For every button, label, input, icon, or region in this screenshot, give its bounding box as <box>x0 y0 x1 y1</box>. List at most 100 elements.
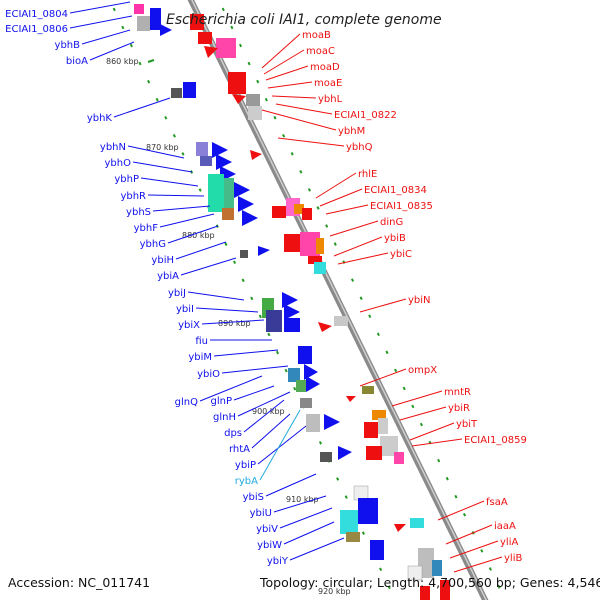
gene-block <box>224 178 234 208</box>
gene-arrow <box>234 182 250 198</box>
leader-line <box>265 473 317 497</box>
gene-label-ybhM[interactable]: ybhM <box>338 126 365 137</box>
gene-label-ybiJ[interactable]: ybiJ <box>168 288 186 299</box>
leader-line <box>261 109 337 131</box>
gene-label-ECIAI1_0822[interactable]: ECIAI1_0822 <box>334 110 397 121</box>
leader-line <box>180 257 237 276</box>
gene-block <box>196 142 208 156</box>
left-strand-genes <box>134 4 384 560</box>
gene-label-dinG[interactable]: dinG <box>380 217 403 228</box>
gene-block <box>314 262 326 274</box>
gene-label-ECIAI1_0859[interactable]: ECIAI1_0859 <box>464 435 527 446</box>
gene-label-moaD[interactable]: moaD <box>310 62 340 73</box>
leader-line <box>113 97 171 118</box>
gene-label-ybhO[interactable]: ybhO <box>105 158 132 169</box>
gene-label-ybhN[interactable]: ybhN <box>100 142 126 153</box>
gene-block <box>353 485 369 501</box>
leader-line <box>175 241 227 260</box>
tick-mark <box>147 59 155 63</box>
accession-text: Accession: NC_011741 <box>8 575 150 590</box>
leader-line <box>273 495 327 513</box>
gene-label-ECIAI1_0804[interactable]: ECIAI1_0804 <box>5 9 68 20</box>
leader-line <box>289 537 345 561</box>
gene-label-rybA[interactable]: rybA <box>235 476 258 487</box>
gene-arrow <box>204 46 218 58</box>
leader-line <box>187 291 245 301</box>
gene-label-fsaA[interactable]: fsaA <box>486 497 508 508</box>
gene-label-mntR[interactable]: mntR <box>444 387 471 398</box>
tick-label: 920 kbp <box>318 587 351 596</box>
gene-label-ybhQ[interactable]: ybhQ <box>346 142 373 153</box>
tick-label: 890 kbp <box>218 319 251 328</box>
gene-label-ybiR[interactable]: ybiR <box>448 403 470 414</box>
gene-label-glnQ[interactable]: glnQ <box>175 397 198 408</box>
gene-label-moaB[interactable]: moaB <box>302 30 331 41</box>
gene-label-ybiB[interactable]: ybiB <box>384 233 406 244</box>
gene-label-ompX[interactable]: ompX <box>408 365 437 376</box>
gene-label-ybiA[interactable]: ybiA <box>157 271 179 282</box>
gene-label-ybiM[interactable]: ybiM <box>188 352 212 363</box>
gene-label-rhtA[interactable]: rhtA <box>229 444 250 455</box>
gene-block <box>320 452 332 462</box>
gene-label-yliB[interactable]: yliB <box>504 553 522 564</box>
gene-label-ybhG[interactable]: ybhG <box>140 239 166 250</box>
gene-label-ybiV[interactable]: ybiV <box>256 524 278 535</box>
gene-label-ybiU[interactable]: ybiU <box>250 508 272 519</box>
gene-label-ybiH[interactable]: ybiH <box>151 255 174 266</box>
gene-label-rhlE[interactable]: rhlE <box>358 169 377 180</box>
gene-arrow <box>242 210 258 226</box>
leader-line <box>319 188 363 207</box>
gene-label-moaC[interactable]: moaC <box>306 46 335 57</box>
gene-label-ECIAI1_0835[interactable]: ECIAI1_0835 <box>370 201 433 212</box>
gene-block <box>366 446 382 460</box>
gene-block <box>246 94 260 106</box>
gene-label-moaE[interactable]: moaE <box>314 78 342 89</box>
gene-label-ybiY[interactable]: ybiY <box>267 556 289 567</box>
gene-label-ybhP[interactable]: ybhP <box>114 174 139 185</box>
leader-line <box>251 413 291 449</box>
leader-line <box>271 95 317 99</box>
gene-block <box>306 414 320 432</box>
gene-label-ybiW[interactable]: ybiW <box>257 540 282 551</box>
leader-line <box>449 540 499 559</box>
gene-block <box>134 4 144 14</box>
gene-block <box>266 310 282 332</box>
gene-arrow <box>282 292 298 308</box>
leader-line <box>409 422 455 441</box>
gene-label-yliA[interactable]: yliA <box>500 537 518 548</box>
tick-label: 900 kbp <box>252 407 285 416</box>
gene-label-ybiC[interactable]: ybiC <box>390 249 412 260</box>
gene-label-ybhF[interactable]: ybhF <box>134 223 159 234</box>
gene-label-ybhK[interactable]: ybhK <box>87 113 113 124</box>
gene-label-ybiO[interactable]: ybiO <box>197 369 220 380</box>
gene-label-ybiI[interactable]: ybiI <box>176 304 194 315</box>
gene-label-ybiS[interactable]: ybiS <box>243 492 264 503</box>
gene-label-ybhL[interactable]: ybhL <box>318 94 343 105</box>
gene-label-bioA[interactable]: bioA <box>66 56 88 67</box>
gene-label-fiu[interactable]: fiu <box>195 336 208 347</box>
gene-arrow <box>304 364 318 380</box>
leader-line <box>359 368 407 387</box>
leader-line <box>159 213 215 228</box>
gene-label-ybiT[interactable]: ybiT <box>456 419 478 430</box>
gene-label-ybhS[interactable]: ybhS <box>126 207 151 218</box>
gene-label-ybiN[interactable]: ybiN <box>408 295 431 306</box>
gene-block <box>208 174 224 212</box>
leader-line <box>195 307 259 313</box>
gene-label-iaaA[interactable]: iaaA <box>494 521 516 532</box>
gene-label-glnH[interactable]: glnH <box>213 412 236 423</box>
gene-label-ybiX[interactable]: ybiX <box>178 320 200 331</box>
gene-label-ybhB[interactable]: ybhB <box>55 40 81 51</box>
gene-label-ECIAI1_0806[interactable]: ECIAI1_0806 <box>5 24 68 35</box>
leader-line <box>437 500 485 521</box>
gene-label-glnP[interactable]: glnP <box>211 396 233 407</box>
gene-label-dps[interactable]: dps <box>224 428 242 439</box>
leader-line <box>265 65 309 81</box>
leader-line <box>391 390 443 407</box>
leader-line <box>399 406 447 421</box>
gene-block <box>296 380 306 392</box>
gene-label-ECIAI1_0834[interactable]: ECIAI1_0834 <box>364 185 427 196</box>
gene-label-ybhR[interactable]: ybhR <box>120 191 146 202</box>
gene-label-ybiP[interactable]: ybiP <box>235 460 256 471</box>
